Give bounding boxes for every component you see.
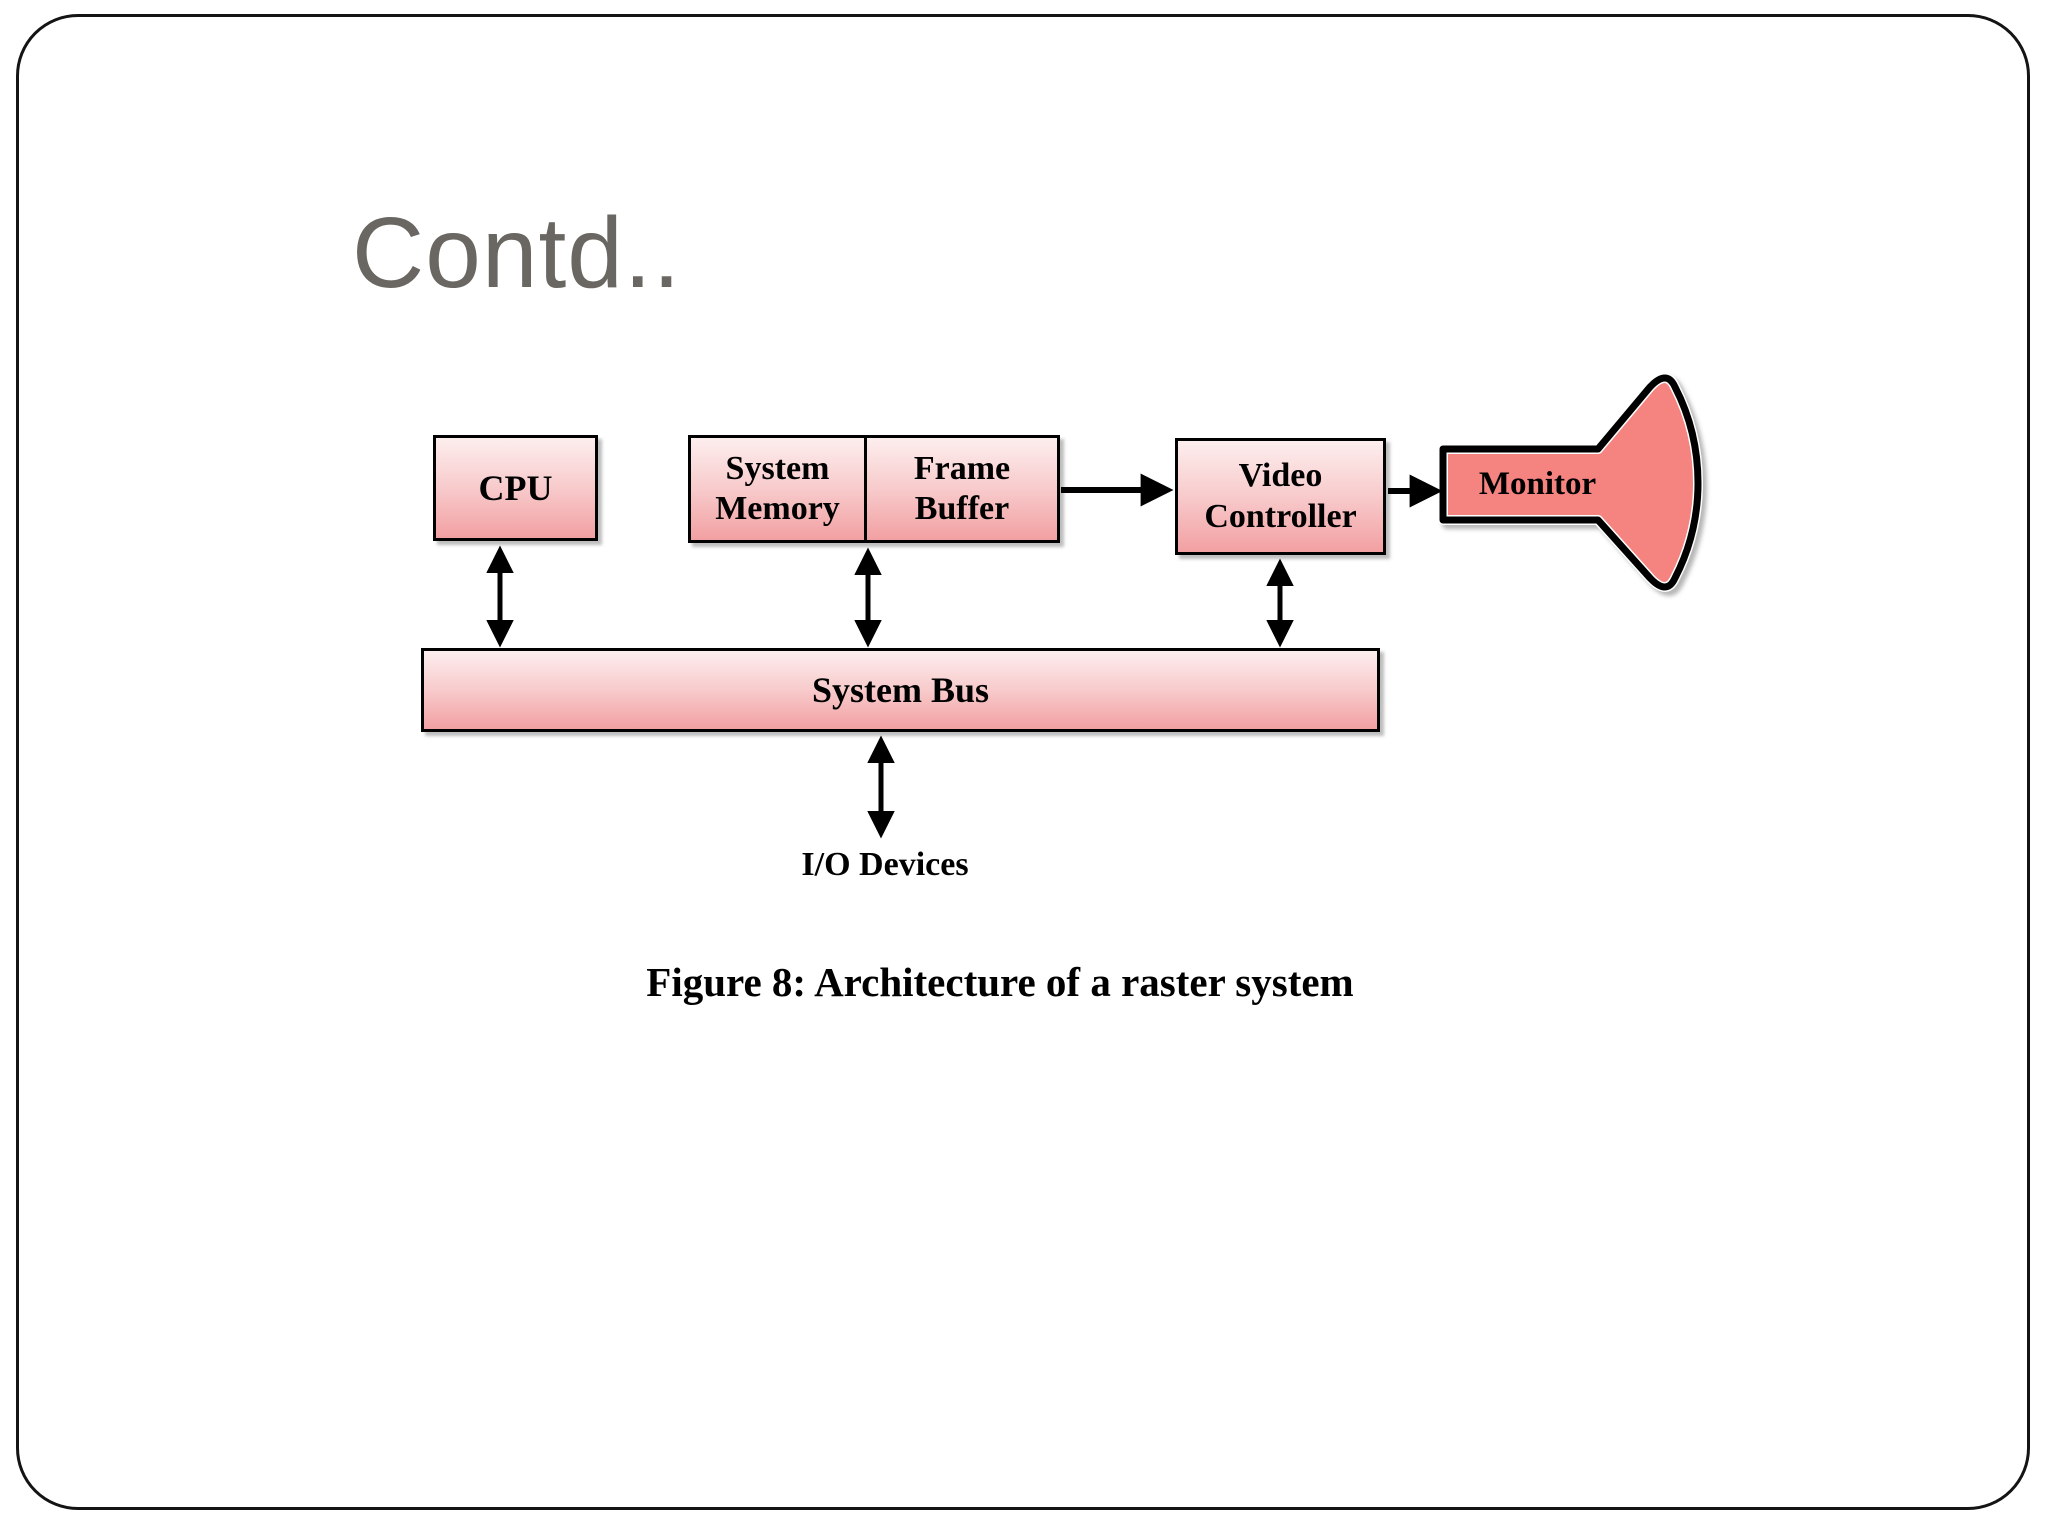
video-controller-label: Video Controller [1204,457,1357,535]
system-bus-box: System Bus [421,648,1380,732]
video-controller-box: Video Controller [1175,438,1386,555]
system-memory-cell: System Memory [691,438,867,540]
memory-framebuffer-box: System Memory Frame Buffer [688,435,1060,543]
slide-border-frame [16,14,2030,1510]
slide-title: Contd.. [352,197,682,309]
figure-caption: Figure 8: Architecture of a raster syste… [646,959,1354,1005]
monitor-label: Monitor [1478,466,1597,502]
frame-buffer-cell: Frame Buffer [867,438,1057,540]
monitor-shape [1420,362,1730,612]
cpu-box: CPU [433,435,598,541]
cpu-label: CPU [478,467,553,508]
system-bus-label: System Bus [811,669,990,710]
monitor-crt-icon [1438,373,1703,592]
system-memory-label: System Memory [715,449,840,527]
frame-buffer-label: Frame Buffer [913,449,1011,527]
io-devices-label: I/O Devices [801,846,969,883]
